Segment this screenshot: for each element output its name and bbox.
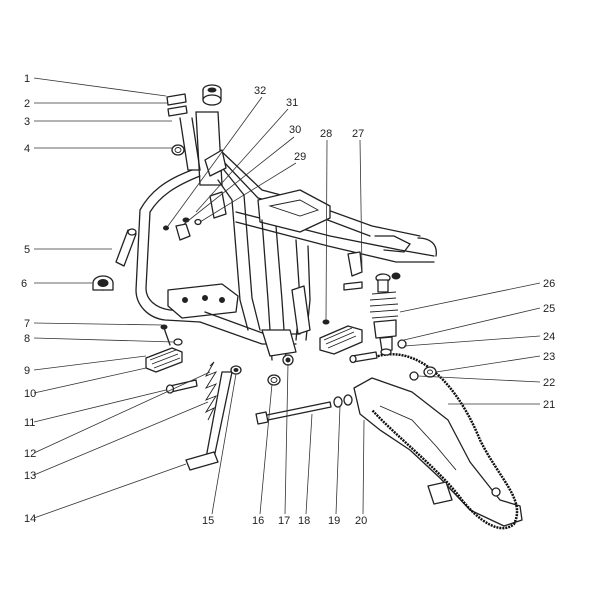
- callout-18: 18: [298, 515, 310, 527]
- callout-27: 27: [352, 128, 364, 140]
- shock-nut: [397, 339, 407, 349]
- drive-chain: [371, 353, 519, 530]
- callout-31: 31: [286, 97, 298, 109]
- callout-2: 2: [24, 98, 30, 110]
- stand-spring: [204, 361, 218, 421]
- callout-24: 24: [543, 331, 555, 343]
- washer-23: [423, 366, 437, 378]
- callout-28: 28: [320, 128, 332, 140]
- axle-washers: [333, 394, 353, 408]
- spacer-17: [282, 354, 294, 366]
- stand-bolt: [165, 379, 198, 394]
- rear-shock: [369, 272, 401, 356]
- callout-labels: 1 2 3 4 5 6 7 8 9 10 11 12 13 14 15 16 1…: [21, 73, 555, 527]
- callout-4: 4: [24, 143, 30, 155]
- callout-13: 13: [24, 470, 36, 482]
- callout-14: 14: [24, 513, 36, 525]
- callout-12: 12: [24, 448, 36, 460]
- head-bearing-cap: [166, 93, 188, 117]
- callout-5: 5: [24, 244, 30, 256]
- callout-11: 11: [24, 417, 35, 429]
- callout-17: 17: [278, 515, 290, 527]
- bearing: [92, 275, 114, 291]
- main-frame: [135, 111, 437, 361]
- shock-pin: [343, 281, 363, 291]
- lower-bearing-ring: [171, 144, 185, 156]
- callout-7: 7: [24, 318, 30, 330]
- kickstand: [185, 371, 233, 471]
- callout-19: 19: [328, 515, 340, 527]
- sleeve-tube: [115, 228, 137, 267]
- callout-32: 32: [254, 85, 266, 97]
- callout-21: 21: [543, 399, 555, 411]
- small-bolts: [163, 217, 202, 241]
- callout-29: 29: [294, 151, 306, 163]
- callout-1: 1: [24, 73, 30, 85]
- callout-25: 25: [543, 303, 555, 315]
- callout-8: 8: [24, 333, 30, 345]
- callout-6: 6: [21, 278, 27, 290]
- callout-23: 23: [543, 351, 555, 363]
- right-footpeg: [319, 319, 363, 355]
- shock-lower-bolt: [349, 351, 378, 364]
- swingarm: [353, 377, 523, 527]
- callout-20: 20: [355, 515, 367, 527]
- callout-26: 26: [543, 278, 555, 290]
- head-bearing-top: [202, 84, 222, 106]
- spacer-16: [267, 374, 281, 386]
- callout-3: 3: [24, 116, 30, 128]
- callout-15: 15: [202, 515, 214, 527]
- callout-9: 9: [24, 365, 30, 377]
- washer-22: [409, 371, 419, 381]
- stand-washer: [230, 365, 242, 375]
- callout-16: 16: [252, 515, 264, 527]
- left-footpeg: [145, 347, 183, 373]
- leader-lines: [33, 77, 541, 519]
- callout-30: 30: [289, 124, 301, 136]
- pivot-axle: [255, 401, 332, 425]
- callout-10: 10: [24, 388, 36, 400]
- callout-22: 22: [543, 377, 555, 389]
